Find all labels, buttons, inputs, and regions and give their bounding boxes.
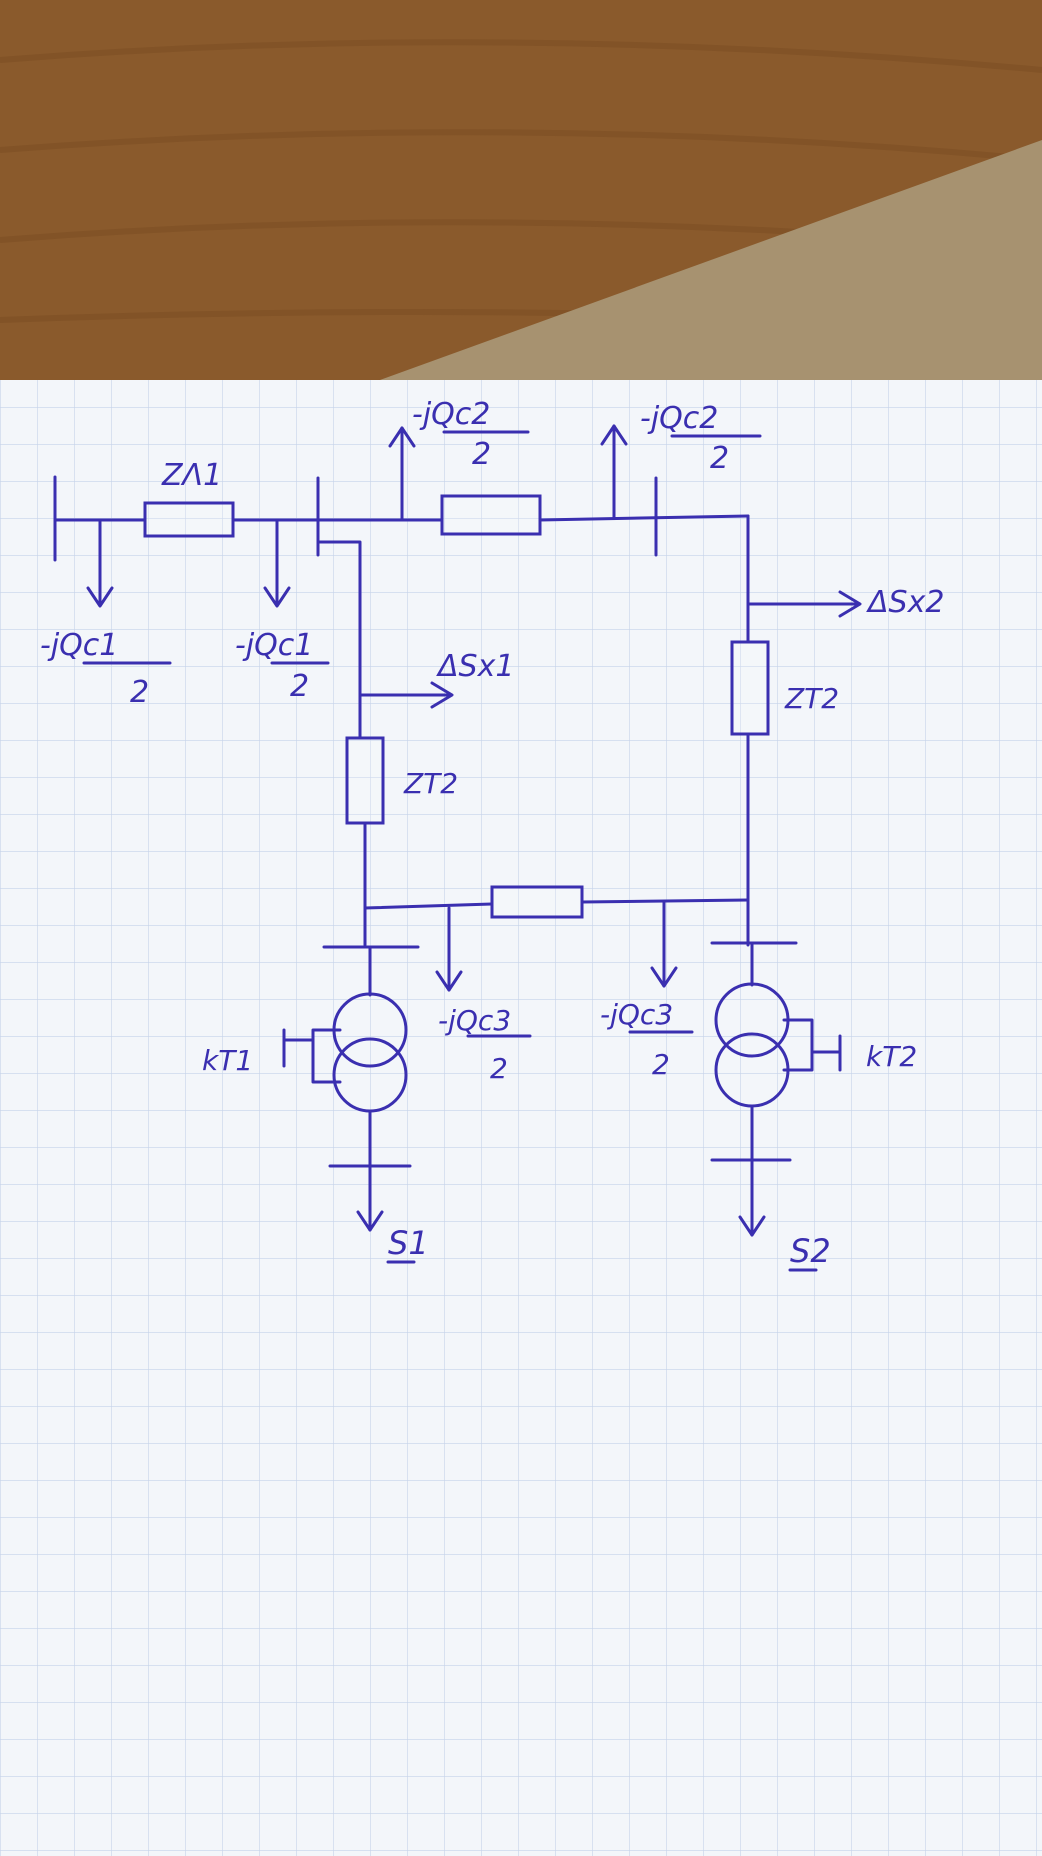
label-qc3-left-den: 2	[490, 1052, 508, 1085]
labels: ZΛ1 -jQc1 2 -jQc1 2 -jQc2 2 -jQc2 2 ΔSx1…	[40, 397, 944, 1272]
impedance-zt2-right	[730, 640, 770, 736]
label-kt2: kT2	[866, 1040, 917, 1073]
arrow-dsx2-head	[838, 590, 862, 618]
tap-t2	[782, 1018, 814, 1072]
arrow-qc3-right-head	[650, 966, 678, 988]
impedance-zt2-left	[345, 736, 385, 825]
label-dsx2: ΔSx2	[866, 585, 944, 620]
impedance-zl1	[143, 501, 235, 538]
label-s2: S2	[790, 1232, 831, 1270]
label-zt2-right: ZT2	[784, 682, 839, 715]
label-qc2-left-den: 2	[472, 437, 491, 472]
label-qc2-right-den: 2	[710, 441, 729, 476]
label-qc3-left: -jQc3	[438, 1004, 511, 1037]
wire-left-branch	[316, 540, 362, 740]
label-qc1-left: -jQc1	[40, 628, 118, 663]
circuit	[53, 424, 862, 1237]
arrow-qc2-left-head	[388, 426, 416, 448]
label-qc3-right: -jQc3	[600, 998, 673, 1031]
arrow-s2-head	[738, 1215, 766, 1237]
arrow-s1-head	[356, 1210, 384, 1232]
label-qc1-left-den: 2	[130, 675, 149, 710]
label-qc3-right-den: 2	[652, 1048, 670, 1081]
arrow-qc1-left-head	[86, 586, 114, 608]
impedance-line2	[440, 494, 542, 536]
label-s1: S1	[388, 1224, 429, 1262]
wire-lower-1	[363, 902, 494, 910]
arrow-dsx1-head	[430, 681, 454, 709]
label-dsx1: ΔSx1	[436, 649, 514, 684]
label-qc2-right: -jQc2	[640, 401, 718, 436]
label-qc1-mid: -jQc1	[235, 628, 313, 663]
label-kt1: kT1	[202, 1044, 253, 1077]
label-zt2-left: ZT2	[403, 767, 458, 800]
arrow-qc2-right-head	[600, 424, 628, 446]
arrow-qc3-left-head	[435, 970, 463, 992]
wire-top-3	[538, 514, 750, 522]
impedance-line3	[490, 885, 584, 919]
label-qc1-mid-den: 2	[290, 669, 309, 704]
label-qc2-left: -jQc2	[412, 397, 490, 432]
arrow-qc1-mid-head	[263, 586, 291, 608]
cardboard	[380, 140, 1042, 420]
label-z-l1: ZΛ1	[161, 458, 222, 493]
graph-paper	[0, 380, 1042, 1856]
tap-t1	[311, 1028, 342, 1084]
table-grain	[0, 39, 1042, 333]
